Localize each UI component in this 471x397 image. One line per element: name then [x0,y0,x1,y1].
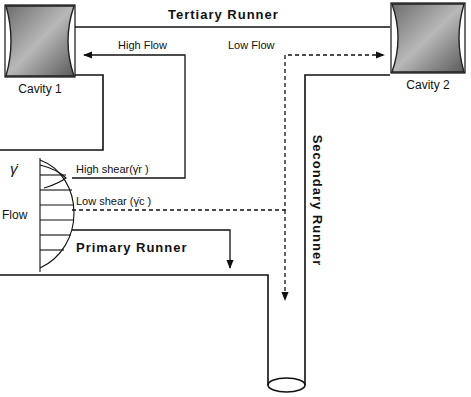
runner-wall [75,26,390,28]
velocity-profile [40,158,74,272]
flow-label: Flow [2,208,27,223]
high-flow-arrow [72,55,185,178]
shear-symbol: γ̇ [10,160,18,178]
flow-label: Low Flow [228,39,274,52]
runner-title: Tertiary Runner [168,7,279,22]
runner-end [268,378,305,392]
runner-wall [0,75,103,150]
cavity-label: Cavity 1 [4,82,76,96]
cavity-label: Cavity 2 [390,78,466,92]
low-flow-arrow [72,55,384,210]
cavity-node: Cavity 1 [4,4,76,98]
flow-label: High Flow [118,39,167,52]
cavity-shape [390,2,466,74]
runner-title: Secondary Runner [311,134,326,266]
shear-label: Low shear (γ̇c ) [76,195,151,208]
shear-label: High shear(γ̇r ) [76,163,149,176]
runner-wall [305,75,390,385]
runner-wall [0,275,268,385]
low-flow-arrow [284,210,285,300]
primary-flow-arrow [72,230,230,268]
runner-title: Primary Runner [76,240,188,255]
cavity-shape [4,4,76,78]
cavity-node: Cavity 2 [390,2,466,94]
